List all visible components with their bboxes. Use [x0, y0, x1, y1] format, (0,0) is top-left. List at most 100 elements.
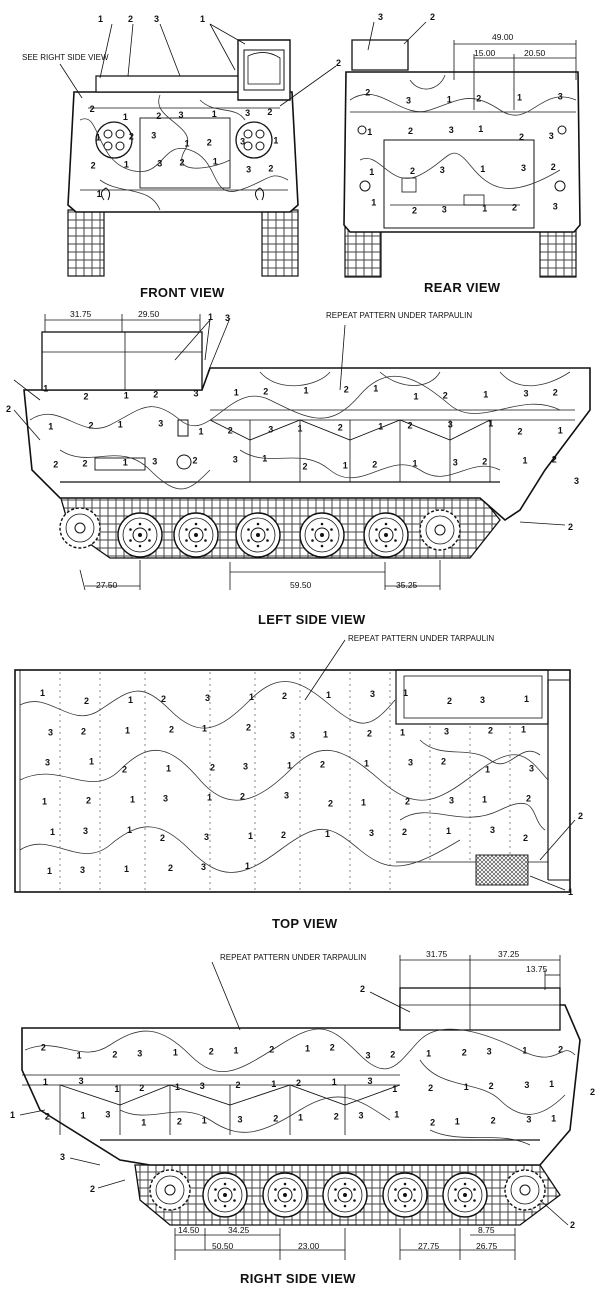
pattern-number: 1	[373, 384, 378, 394]
pattern-number: 2	[338, 423, 343, 433]
dimension-label: 20.50	[524, 48, 546, 58]
pattern-number: 1	[414, 392, 419, 402]
pattern-number: 2	[518, 427, 523, 437]
callout: 3	[225, 313, 230, 323]
pattern-number: 3	[80, 865, 85, 875]
pattern-number: 1	[234, 388, 239, 398]
dimension-label: 8.75	[478, 1225, 495, 1235]
pattern-number: 3	[480, 695, 485, 705]
pattern-number: 2	[441, 756, 446, 766]
pattern-number: 1	[400, 727, 405, 737]
pattern-number: 2	[83, 459, 88, 469]
pattern-number: 3	[105, 1109, 110, 1119]
pattern-number: 3	[453, 458, 458, 468]
pattern-number: 1	[413, 459, 418, 469]
pattern-number: 1	[304, 386, 309, 396]
pattern-number: 3	[157, 159, 162, 169]
right-view-note: REPEAT PATTERN UNDER TARPAULIN	[220, 953, 366, 962]
pattern-number: 1	[364, 758, 369, 768]
pattern-number: 2	[558, 1045, 563, 1055]
pattern-number: 3	[201, 862, 206, 872]
pattern-number: 1	[81, 1110, 86, 1120]
pattern-number: 3	[179, 110, 184, 120]
callout: 1	[10, 1110, 15, 1120]
pattern-number: 2	[269, 1045, 274, 1055]
pattern-number: 1	[127, 825, 132, 835]
pattern-number: 1	[128, 695, 133, 705]
callout: 1	[200, 14, 205, 24]
pattern-number: 1	[361, 798, 366, 808]
pattern-number: 3	[448, 420, 453, 430]
pattern-number: 2	[412, 206, 417, 216]
pattern-number: 2	[408, 126, 413, 136]
pattern-number: 1	[207, 793, 212, 803]
pattern-number: 3	[529, 763, 534, 773]
pattern-number: 3	[444, 726, 449, 736]
pattern-number: 1	[305, 1044, 310, 1054]
pattern-number: 2	[160, 833, 165, 843]
top-view-note: REPEAT PATTERN UNDER TARPAULIN	[348, 634, 494, 643]
pattern-number: 1	[455, 1116, 460, 1126]
pattern-number: 3	[290, 730, 295, 740]
pattern-number: 2	[408, 421, 413, 431]
callout: 3	[154, 14, 159, 24]
pattern-number: 2	[228, 426, 233, 436]
pattern-number: 2	[328, 799, 333, 809]
pattern-number: 2	[390, 1050, 395, 1060]
pattern-number: 1	[273, 135, 278, 145]
front-view	[59, 23, 337, 277]
pattern-number: 2	[180, 158, 185, 168]
pattern-number: 2	[367, 728, 372, 738]
pattern-number: 1	[298, 1112, 303, 1122]
pattern-number: 1	[271, 1079, 276, 1089]
dimension-label: 26.75	[476, 1241, 498, 1251]
pattern-number: 1	[96, 132, 101, 142]
front-view-callouts: 1 2 3 1 2	[98, 14, 341, 68]
pattern-number: 3	[526, 1114, 531, 1124]
pattern-number: 1	[521, 724, 526, 734]
pattern-number: 2	[334, 1111, 339, 1121]
pattern-number: 2	[240, 792, 245, 802]
top-view-title: TOP VIEW	[272, 916, 338, 931]
pattern-number: 1	[175, 1082, 180, 1092]
pattern-number: 2	[402, 827, 407, 837]
rear-view	[343, 21, 581, 278]
pattern-number: 3	[524, 389, 529, 399]
left-side-view	[13, 314, 591, 591]
pattern-number: 1	[447, 94, 452, 104]
pattern-number: 1	[40, 688, 45, 698]
dimension-label: 31.75	[70, 309, 92, 319]
pattern-number: 2	[443, 391, 448, 401]
pattern-number: 3	[158, 419, 163, 429]
pattern-number: 2	[177, 1116, 182, 1126]
pattern-number: 1	[124, 160, 129, 170]
pattern-number: 1	[524, 694, 529, 704]
pattern-number: 1	[245, 861, 250, 871]
callout: 3	[574, 476, 579, 486]
pattern-number: 2	[90, 104, 95, 114]
pattern-number: 3	[440, 165, 445, 175]
pattern-number: 3	[553, 202, 558, 212]
pattern-number: 3	[449, 796, 454, 806]
pattern-number: 1	[485, 764, 490, 774]
pattern-number: 3	[194, 389, 199, 399]
pattern-number: 1	[394, 1109, 399, 1119]
pattern-number: 3	[45, 757, 50, 767]
pattern-number: 1	[123, 112, 128, 122]
pattern-number: 3	[137, 1049, 142, 1059]
dimension-label: 27.50	[96, 580, 118, 590]
pattern-number: 1	[287, 760, 292, 770]
pattern-number: 1	[213, 157, 218, 167]
pattern-number: 3	[205, 693, 210, 703]
pattern-number: 2	[344, 385, 349, 395]
pattern-number: 1	[523, 456, 528, 466]
pattern-number: 3	[490, 825, 495, 835]
right-side-view-labels: REPEAT PATTERN UNDER TARPAULIN 31.75 37.…	[10, 949, 595, 1251]
pattern-number: 1	[125, 725, 130, 735]
dimension-label: 23.00	[298, 1241, 320, 1251]
pattern-number: 1	[558, 426, 563, 436]
callout: 3	[378, 12, 383, 22]
pattern-number: 1	[325, 829, 330, 839]
pattern-number-labels: 2 1 2 3 1 3 2 1 2 3 1 2 3 1 2 1 3 2 1 3 2 1 2 3 1 2 1 3 1 2 3 1 2 3 1 2 3 1 3 2…	[40, 87, 563, 1127]
